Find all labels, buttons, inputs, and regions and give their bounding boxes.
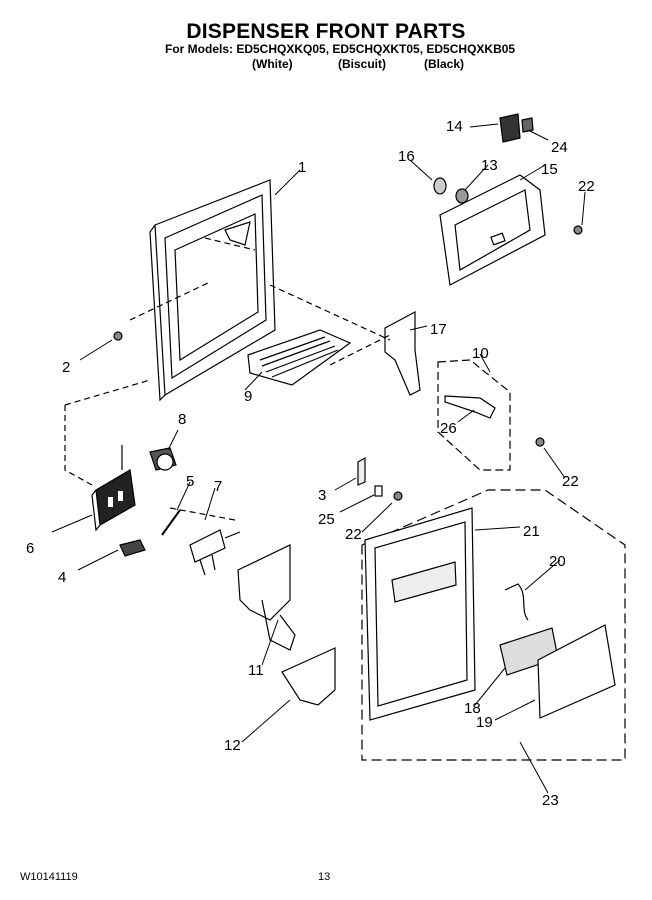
assembly-10-dashed-box — [437, 359, 511, 471]
variant-black: (Black) — [424, 57, 465, 71]
part-1-dispenser-frame — [149, 179, 276, 402]
callout-3: 3 — [318, 487, 326, 504]
callout-9: 9 — [244, 388, 252, 405]
part-15-ice-chute-housing — [439, 174, 546, 286]
part-22-screw-c — [393, 491, 403, 501]
assembly-lines — [64, 237, 391, 521]
document-number: W10141119 — [20, 871, 78, 883]
callout-2: 2 — [62, 359, 70, 376]
part-17-door-lever — [384, 311, 421, 396]
part-4-spring — [119, 539, 146, 557]
callout-26: 26 — [440, 420, 457, 437]
callout-labels: 1 2 3 4 5 6 7 8 9 10 11 12 13 14 15 16 1… — [26, 118, 595, 809]
part-25-pad — [374, 485, 383, 497]
callout-8: 8 — [178, 411, 186, 428]
callout-5: 5 — [186, 473, 194, 490]
part-9-drip-tray — [247, 329, 352, 386]
callout-14: 14 — [446, 118, 463, 135]
callout-20: 20 — [549, 553, 566, 570]
part-12-funnel — [281, 647, 336, 706]
callout-22-a: 22 — [578, 178, 595, 195]
part-3-clip — [357, 456, 366, 486]
part-22-screw-b — [535, 437, 545, 447]
part-26-actuator — [444, 395, 496, 419]
part-19-trim-overlay — [537, 624, 616, 719]
callout-22-b: 22 — [562, 473, 579, 490]
part-5-rod — [161, 509, 181, 536]
callout-6: 6 — [26, 540, 34, 557]
variant-white: (White) — [252, 57, 293, 71]
callout-23: 23 — [542, 792, 559, 809]
part-24-gasket — [521, 117, 534, 133]
callout-17: 17 — [430, 321, 447, 338]
leader-lines — [51, 123, 586, 794]
part-2-screw — [113, 331, 123, 341]
assembly-23-dashed-box — [361, 489, 626, 761]
variant-biscuit: (Biscuit) — [338, 57, 386, 71]
part-13-socket — [455, 188, 469, 204]
callout-21: 21 — [523, 523, 540, 540]
model-list: For Models: ED5CHQXKQ05, ED5CHQXKT05, ED… — [165, 42, 516, 56]
part-21-front-panel — [364, 507, 476, 721]
part-20-wire-harness — [504, 583, 529, 621]
part-11-actuator-arm — [237, 544, 296, 651]
part-14-bracket — [499, 113, 521, 143]
part-16-bulb — [433, 177, 447, 195]
part-7-switch-lever — [189, 529, 241, 576]
callout-7: 7 — [214, 478, 222, 495]
page-number: 13 — [318, 871, 331, 883]
part-6-dispenser-cover — [91, 445, 136, 532]
callout-1: 1 — [298, 159, 306, 176]
callout-10: 10 — [472, 345, 489, 362]
callout-11: 11 — [248, 662, 264, 679]
callout-22-c: 22 — [345, 526, 362, 543]
callout-15: 15 — [541, 161, 558, 178]
part-8-solenoid — [149, 447, 177, 471]
callout-24: 24 — [551, 139, 568, 156]
callout-12: 12 — [224, 737, 241, 754]
page-title: DISPENSER FRONT PARTS — [186, 20, 466, 43]
callout-4: 4 — [58, 569, 66, 586]
part-22-screw-a — [573, 225, 583, 235]
callout-25: 25 — [318, 511, 335, 528]
callout-16: 16 — [398, 148, 415, 165]
callout-13: 13 — [481, 157, 498, 174]
callout-18: 18 — [464, 700, 481, 717]
callout-19: 19 — [476, 714, 493, 731]
